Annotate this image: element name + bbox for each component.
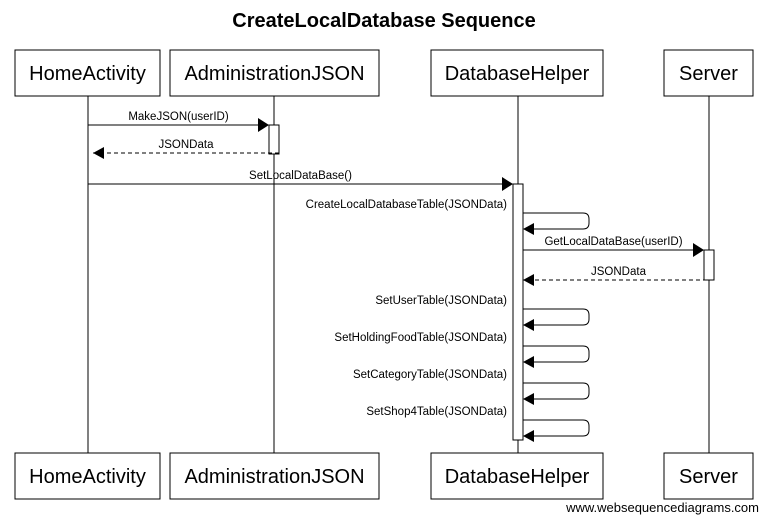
message-10: SetShop4Table(JSONData): [366, 406, 590, 442]
message-7: SetUserTable(JSONData): [375, 295, 590, 331]
message-label: MakeJSON(userID): [128, 111, 228, 123]
message-label: GetLocalDataBase(userID): [544, 236, 682, 248]
message-5: GetLocalDataBase(userID): [523, 236, 704, 257]
message-label: SetUserTable(JSONData): [375, 295, 507, 307]
participant-label: DatabaseHelper: [445, 63, 590, 85]
arrowhead: [523, 430, 534, 442]
self-message-line: [523, 308, 590, 326]
participant-label: AdministrationJSON: [184, 63, 364, 85]
participant-label: Server: [679, 63, 738, 85]
participant-box: [430, 49, 604, 97]
message-label: SetLocalDataBase(): [249, 170, 352, 182]
participant-box: [169, 452, 380, 500]
participant-box: [430, 452, 604, 500]
messages: MakeJSON(userID)JSONDataSetLocalDataBase…: [88, 111, 714, 442]
message-2: JSONData: [93, 139, 279, 159]
arrowhead: [523, 393, 534, 405]
message-4: CreateLocalDatabaseTable(JSONData): [306, 199, 590, 235]
participant-admin-top: AdministrationJSON: [169, 49, 380, 97]
arrowhead: [523, 356, 534, 368]
arrowhead: [523, 223, 534, 235]
participant-label: AdministrationJSON: [184, 466, 364, 488]
arrowhead: [93, 147, 104, 159]
participant-server-bottom: Server: [663, 452, 754, 500]
self-message-line: [523, 419, 590, 437]
message-6: JSONData: [523, 266, 714, 286]
activation-bar-server: [703, 249, 715, 281]
activation-bar-db: [512, 183, 524, 441]
self-message-line: [523, 382, 590, 400]
message-label: SetCategoryTable(JSONData): [353, 369, 507, 381]
participant-box: [663, 49, 754, 97]
participant-home-bottom: HomeActivity: [14, 452, 161, 500]
participant-db-top: DatabaseHelper: [430, 49, 604, 97]
activation-bars: [268, 124, 715, 441]
participant-home-top: HomeActivity: [14, 49, 161, 97]
diagram-title: CreateLocalDatabase Sequence: [232, 10, 535, 32]
participant-box: [14, 49, 161, 97]
participant-box: [663, 452, 754, 500]
participants: HomeActivityHomeActivityAdministrationJS…: [14, 49, 754, 500]
message-label: JSONData: [591, 266, 647, 278]
participant-label: DatabaseHelper: [445, 466, 590, 488]
message-1: MakeJSON(userID): [88, 111, 269, 132]
message-label: JSONData: [159, 139, 215, 151]
participant-box: [14, 452, 161, 500]
participant-label: HomeActivity: [29, 466, 146, 488]
message-label: CreateLocalDatabaseTable(JSONData): [306, 199, 508, 211]
arrowhead: [502, 177, 513, 191]
activation-bar-admin: [268, 124, 280, 155]
participant-admin-bottom: AdministrationJSON: [169, 452, 380, 500]
participant-db-bottom: DatabaseHelper: [430, 452, 604, 500]
participant-label: HomeActivity: [29, 63, 146, 85]
self-message-line: [523, 212, 590, 230]
message-label: SetHoldingFoodTable(JSONData): [334, 332, 507, 344]
message-3: SetLocalDataBase(): [88, 170, 513, 191]
message-9: SetCategoryTable(JSONData): [353, 369, 590, 405]
arrowhead: [523, 274, 534, 286]
arrowhead: [258, 118, 269, 132]
message-8: SetHoldingFoodTable(JSONData): [334, 332, 590, 368]
participant-server-top: Server: [663, 49, 754, 97]
message-label: SetShop4Table(JSONData): [366, 406, 507, 418]
arrowhead: [693, 243, 704, 257]
arrowhead: [523, 319, 534, 331]
self-message-line: [523, 345, 590, 363]
participant-label: Server: [679, 466, 738, 488]
watermark: www.websequencediagrams.com: [565, 500, 759, 515]
participant-box: [169, 49, 380, 97]
